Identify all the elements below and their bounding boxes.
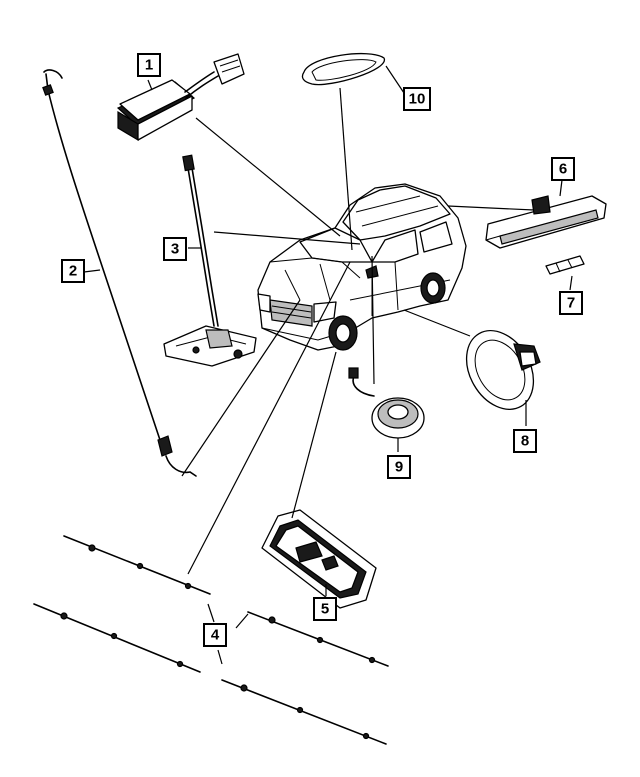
callout-4: 4 — [203, 623, 227, 647]
part-4-harnesses — [33, 535, 389, 745]
svg-text:5: 5 — [321, 601, 329, 618]
part-2-cable — [42, 69, 197, 477]
part-7-bulb — [545, 255, 585, 275]
part-8-round-lamp — [465, 330, 541, 410]
svg-text:9: 9 — [395, 459, 403, 476]
part-10-lens — [301, 52, 385, 86]
callout-2: 2 — [61, 259, 85, 283]
leader-lines — [83, 65, 573, 665]
callout-5: 5 — [313, 597, 337, 621]
svg-text:8: 8 — [521, 433, 529, 450]
svg-text:6: 6 — [559, 161, 567, 178]
callout-3: 3 — [163, 237, 187, 261]
svg-text:3: 3 — [171, 241, 179, 258]
svg-text:2: 2 — [69, 263, 77, 280]
callout-8: 8 — [513, 429, 537, 453]
svg-text:4: 4 — [211, 627, 220, 644]
part-5-panel — [261, 509, 377, 609]
callout-6: 6 — [551, 157, 575, 181]
callout-7: 7 — [559, 291, 583, 315]
callout-1: 1 — [137, 53, 161, 77]
part-3-bracket — [163, 154, 257, 367]
svg-text:10: 10 — [409, 91, 426, 108]
part-9-speaker — [348, 367, 425, 439]
callout-9: 9 — [387, 455, 411, 479]
svg-text:7: 7 — [567, 295, 575, 312]
svg-text:1: 1 — [145, 57, 153, 74]
part-6-lamp — [485, 195, 607, 249]
part-1-module — [116, 53, 245, 142]
callout-10: 10 — [403, 87, 431, 111]
minivan-illustration — [257, 183, 467, 351]
